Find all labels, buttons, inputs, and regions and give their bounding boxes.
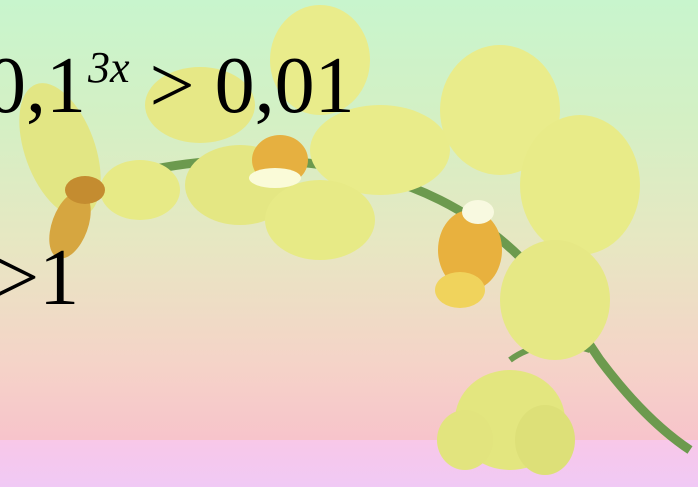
orchid-flower-bottom	[437, 370, 575, 475]
inequality-1-exponent: 3x	[88, 43, 130, 92]
inequality-2-operator: >	[0, 234, 40, 322]
inequality-2-rhs: 1	[39, 234, 80, 322]
inequality-2: >1	[0, 238, 79, 318]
inequality-1: 0,13x > 0,01	[0, 43, 355, 127]
orchid-flower-right	[435, 45, 640, 360]
orchid-flower-center	[145, 5, 450, 260]
inequality-1-operator: >	[149, 42, 195, 130]
orchid-flower-left	[19, 83, 180, 259]
inequality-1-rhs: 0,01	[214, 42, 355, 130]
bottom-pink-band	[0, 440, 698, 487]
inequality-1-base: 0,1	[0, 42, 86, 130]
